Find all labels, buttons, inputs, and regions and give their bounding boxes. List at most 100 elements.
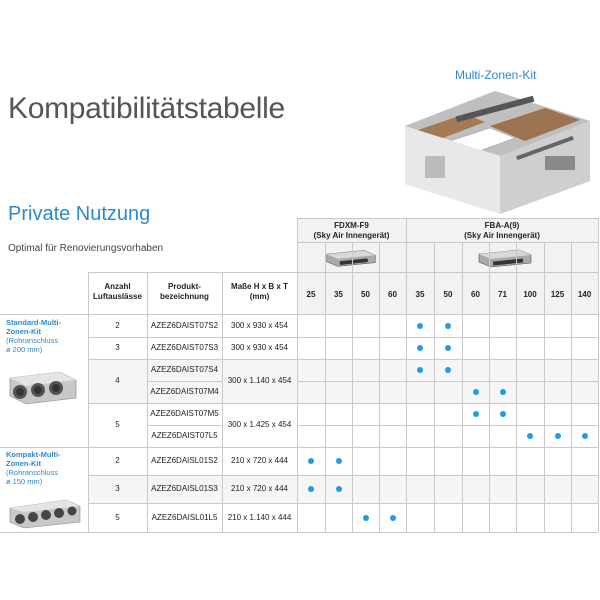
grid-line bbox=[88, 403, 598, 404]
header-size: 71 bbox=[498, 290, 507, 299]
header-size: 25 bbox=[306, 290, 316, 299]
header-size: 125 bbox=[550, 290, 565, 299]
product-cell: AZEZ6DAIST07S4 bbox=[150, 365, 219, 374]
grid-line bbox=[88, 475, 598, 476]
compatibility-dot bbox=[581, 433, 588, 439]
page-title: Kompatibilitätstabelle bbox=[8, 92, 285, 125]
compatibility-dot bbox=[499, 411, 506, 417]
count-cell: 2 bbox=[115, 456, 120, 465]
compatibility-dot bbox=[527, 433, 533, 439]
unit-header-fba: FBA-A(9)(Sky Air Innengerät) bbox=[464, 221, 540, 240]
standard-kit-image bbox=[9, 371, 77, 405]
grid-line bbox=[571, 242, 572, 532]
dims-cell: 210 x 1.140 x 444 bbox=[227, 512, 292, 522]
product-cell: AZEZ6DAIST07M4 bbox=[150, 387, 219, 396]
header-size: 60 bbox=[388, 290, 397, 299]
compatibility-dot bbox=[335, 486, 342, 492]
group-shade bbox=[88, 475, 598, 503]
compatibility-dot bbox=[445, 367, 451, 373]
grid-line bbox=[88, 359, 598, 360]
compatibility-dot bbox=[362, 514, 369, 521]
compatibility-dot bbox=[472, 411, 479, 417]
compact-kit-image bbox=[9, 499, 81, 529]
grid-line bbox=[88, 272, 598, 273]
compatibility-dot bbox=[417, 322, 423, 329]
compatibility-dot bbox=[554, 433, 561, 439]
grid-line bbox=[516, 242, 517, 532]
dims-cell: 300 x 1.140 x 454 bbox=[227, 376, 292, 385]
grid-line bbox=[544, 242, 545, 532]
section-title: Private Nutzung bbox=[8, 203, 151, 225]
dims-cell: 300 x 1.425 x 454 bbox=[227, 420, 292, 429]
grid-line bbox=[598, 218, 599, 532]
product-cell: AZEZ6DAIST07S3 bbox=[150, 343, 219, 352]
header-size: 50 bbox=[361, 290, 370, 299]
grid-line bbox=[297, 218, 298, 532]
count-cell: 3 bbox=[115, 343, 120, 352]
grid-line bbox=[88, 314, 598, 315]
compatibility-dot bbox=[445, 322, 451, 329]
grid-line bbox=[325, 242, 326, 532]
compatibility-dot bbox=[417, 367, 423, 373]
grid-line bbox=[88, 337, 598, 338]
house-illustration bbox=[405, 91, 590, 214]
product-cell: AZEZ6DAISL01S3 bbox=[151, 484, 218, 493]
compatibility-dot bbox=[445, 345, 451, 351]
grid-line bbox=[297, 425, 598, 426]
grid-line bbox=[222, 272, 223, 532]
count-cell: 5 bbox=[115, 420, 120, 429]
product-cell: AZEZ6DAISL01L5 bbox=[151, 512, 218, 522]
compatibility-dot bbox=[335, 458, 342, 464]
unit-header-shade bbox=[297, 218, 598, 314]
header-produkt: Produkt-bezeichnung bbox=[160, 282, 209, 301]
header-size: 140 bbox=[577, 290, 592, 299]
grid-line bbox=[352, 242, 353, 532]
product-cell: AZEZ6DAIST07L5 bbox=[151, 431, 218, 440]
grid-line bbox=[0, 532, 598, 533]
section-subtitle: Optimal für Renovierungsvorhaben bbox=[8, 243, 164, 254]
grid-line bbox=[0, 447, 598, 448]
grid-line bbox=[297, 218, 598, 219]
compatibility-dot bbox=[308, 458, 314, 464]
grid-line bbox=[88, 503, 598, 504]
unit-header-fdxm: FDXM-F9(Sky Air Innengerät) bbox=[313, 221, 390, 240]
header-size: 100 bbox=[523, 290, 537, 299]
dims-cell: 210 x 720 x 444 bbox=[231, 456, 288, 465]
dims-cell: 300 x 930 x 454 bbox=[231, 320, 288, 330]
compatibility-dot bbox=[499, 389, 506, 395]
header-masse: Maße H x B x T(mm) bbox=[231, 282, 288, 301]
count-cell: 2 bbox=[115, 320, 120, 330]
compatibility-dot bbox=[308, 486, 314, 492]
header-size: 35 bbox=[334, 290, 343, 299]
header-size: 50 bbox=[443, 290, 453, 299]
grid-line bbox=[406, 218, 407, 532]
grid-line bbox=[147, 381, 222, 382]
illustration-caption: Multi-Zonen-Kit bbox=[455, 68, 537, 82]
dims-cell: 300 x 930 x 454 bbox=[231, 343, 288, 352]
product-cell: AZEZ6DAIST07M5 bbox=[150, 409, 219, 418]
count-cell: 4 bbox=[115, 376, 120, 385]
compatibility-dot bbox=[472, 389, 479, 395]
product-cell: AZEZ6DAISL01S2 bbox=[151, 456, 218, 465]
grid-line bbox=[434, 242, 435, 532]
product-cell: AZEZ6DAIST07S2 bbox=[150, 320, 219, 330]
grid-line bbox=[489, 242, 490, 532]
grid-line bbox=[297, 381, 598, 382]
grid-line bbox=[462, 242, 463, 532]
header-size: 60 bbox=[471, 290, 480, 299]
count-cell: 3 bbox=[115, 484, 120, 493]
fdxm-unit-image bbox=[326, 250, 376, 267]
fba-unit-image bbox=[478, 249, 532, 268]
compatibility-dot bbox=[417, 345, 423, 351]
grid-line bbox=[297, 242, 598, 243]
grid-line bbox=[147, 272, 148, 532]
compatibility-dot bbox=[389, 514, 396, 521]
dims-cell: 210 x 720 x 444 bbox=[231, 484, 288, 493]
count-cell: 5 bbox=[115, 512, 120, 522]
grid-line bbox=[88, 272, 89, 532]
header-size: 35 bbox=[415, 290, 425, 299]
grid-line bbox=[379, 242, 380, 532]
